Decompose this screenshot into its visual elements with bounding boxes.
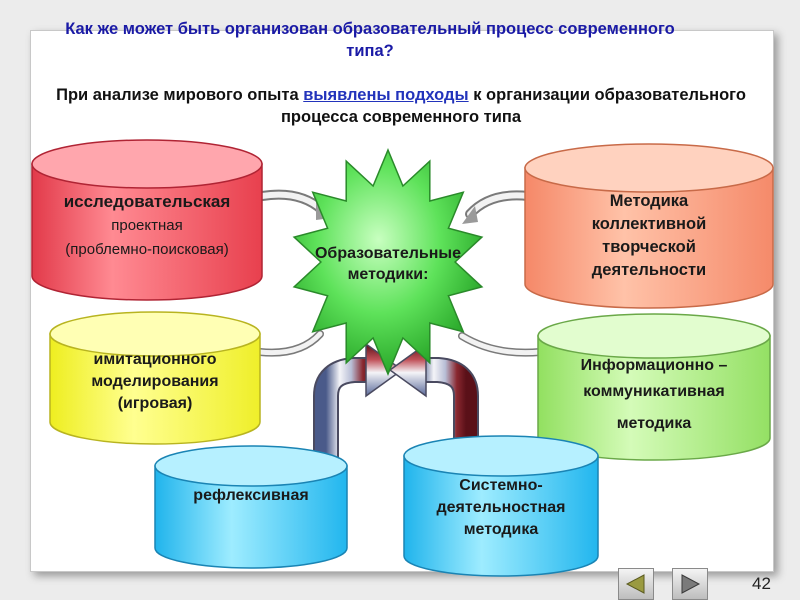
systemic-line3: методика bbox=[463, 521, 539, 538]
prev-slide-button[interactable] bbox=[618, 568, 654, 600]
triangle-right-icon bbox=[681, 574, 701, 594]
cylinder-research bbox=[31, 139, 263, 301]
cylinder-reflexive bbox=[154, 445, 348, 569]
subtitle-text-end: к организации образовательного процесса … bbox=[280, 86, 746, 126]
star-burst bbox=[292, 148, 484, 376]
label-research: исследовательская проектная (проблемно-п… bbox=[32, 176, 262, 276]
collective-line3: творческой bbox=[602, 238, 696, 256]
simulation-line2: моделирования bbox=[91, 373, 219, 390]
cylinder-systemic bbox=[403, 435, 599, 577]
research-line3: (проблемно-поисковая) bbox=[65, 241, 229, 258]
label-simulation: имитационного моделирования (игровая) bbox=[50, 342, 260, 422]
cylinder-infocomm bbox=[537, 313, 771, 461]
research-line1: исследовательская bbox=[63, 192, 231, 211]
triangle-left-icon bbox=[625, 574, 645, 594]
label-systemic: Системно- деятельностная методика bbox=[404, 470, 598, 546]
subtitle-text-start: При анализе мирового опыта bbox=[56, 86, 304, 104]
uturn-arrow bbox=[313, 342, 479, 460]
subtitle-link[interactable]: выявлены подходы bbox=[303, 86, 469, 104]
infocomm-line3: методика bbox=[616, 415, 692, 432]
collective-line4: деятельности bbox=[591, 261, 707, 279]
collective-line1: Методика bbox=[609, 192, 689, 210]
infocomm-line2: коммуникативная bbox=[583, 383, 725, 400]
collective-line2: коллективной bbox=[591, 215, 707, 233]
center-label: Образовательные методики: bbox=[314, 245, 461, 283]
page-number: 42 bbox=[752, 574, 771, 593]
research-line2: проектная bbox=[111, 217, 183, 234]
label-infocomm: Информационно – коммуникативная методика bbox=[538, 350, 770, 440]
cylinder-simulation bbox=[49, 311, 261, 445]
simulation-line3: (игровая) bbox=[117, 395, 193, 412]
systemic-line1: Системно- bbox=[459, 477, 543, 494]
cylinder-collective bbox=[524, 143, 774, 309]
next-slide-button[interactable] bbox=[672, 568, 708, 600]
slide-subtitle: При анализе мирового опыта выявлены подх… bbox=[30, 84, 772, 128]
slide-title: Как же может быть организован образовате… bbox=[65, 20, 675, 60]
label-reflexive: рефлексивная bbox=[155, 476, 347, 516]
infocomm-line1: Информационно – bbox=[580, 357, 728, 374]
simulation-line1: имитационного bbox=[93, 351, 217, 368]
reflexive-line1: рефлексивная bbox=[193, 487, 309, 504]
systemic-line2: деятельностная bbox=[436, 499, 566, 516]
label-collective: Методика коллективной творческой деятель… bbox=[525, 182, 773, 290]
